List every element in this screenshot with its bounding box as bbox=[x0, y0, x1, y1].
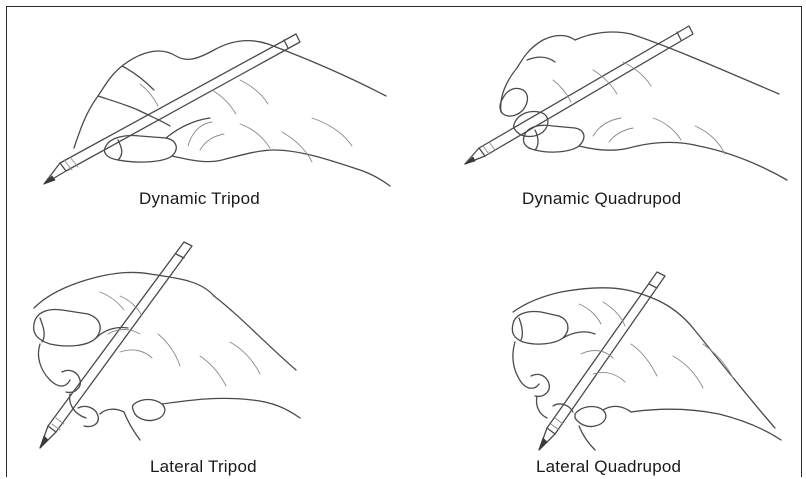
grip-panel-dynamic-tripod: Dynamic Tripod bbox=[0, 0, 400, 236]
caption-dynamic-tripod: Dynamic Tripod bbox=[139, 189, 260, 209]
grip-panel-lateral-quadrupod: Lateral Quadrupod bbox=[403, 236, 803, 472]
caption-dynamic-quadrupod: Dynamic Quadrupod bbox=[522, 189, 681, 209]
caption-lateral-quadrupod: Lateral Quadrupod bbox=[536, 457, 681, 477]
hand-illustration-lateral-quadrupod bbox=[403, 236, 803, 472]
caption-lateral-tripod: Lateral Tripod bbox=[150, 457, 257, 477]
grip-panel-lateral-tripod: Lateral Tripod bbox=[0, 236, 400, 472]
grip-panel-dynamic-quadrupod: Dynamic Quadrupod bbox=[403, 0, 803, 236]
hand-illustration-lateral-tripod bbox=[0, 236, 400, 472]
